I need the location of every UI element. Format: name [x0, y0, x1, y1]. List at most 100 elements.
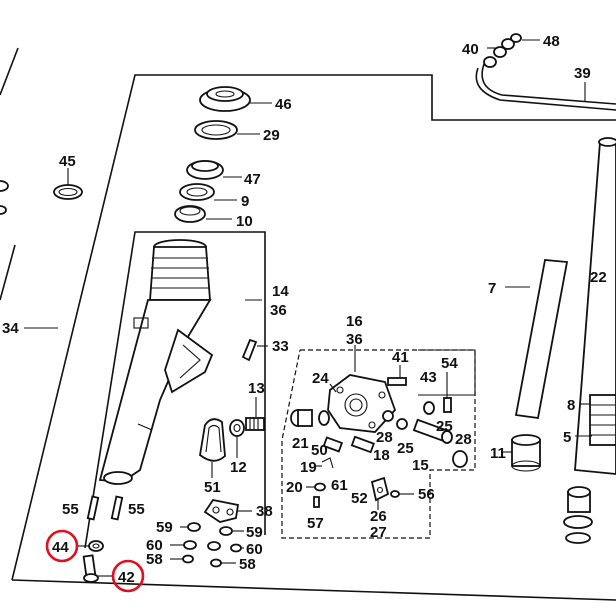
piston-part-18 — [350, 435, 375, 454]
left-edge-outline-1 — [0, 47, 19, 96]
label-43: 43 — [420, 369, 437, 386]
washer-part-12 — [229, 419, 245, 437]
label-29: 29 — [263, 127, 280, 144]
label-26: 26 — [370, 508, 387, 525]
label-46: 46 — [275, 96, 292, 113]
label-7: 7 — [488, 280, 496, 297]
label-48: 48 — [543, 33, 560, 50]
label-21: 21 — [292, 435, 309, 452]
left-edge-part-2 — [0, 205, 7, 215]
label-28-right: 28 — [455, 431, 472, 448]
label-25-right: 25 — [436, 418, 453, 435]
label-39: 39 — [574, 65, 591, 82]
label-58-left: 58 — [146, 551, 163, 568]
label-38: 38 — [256, 503, 273, 520]
label-27: 27 — [370, 524, 387, 541]
label-47: 47 — [244, 171, 261, 188]
label-5: 5 — [563, 429, 571, 446]
label-55-right: 55 — [128, 501, 145, 518]
inner-fork-outline — [84, 231, 266, 549]
label-18: 18 — [373, 447, 390, 464]
label-51: 51 — [204, 479, 221, 496]
label-61: 61 — [331, 477, 348, 494]
main-assembly-outline — [11, 74, 616, 581]
label-12: 12 — [230, 459, 247, 476]
label-36-fork: 36 — [270, 302, 287, 319]
label-9: 9 — [241, 193, 249, 210]
bushing-part-11 — [511, 434, 541, 472]
screw-part-56 — [390, 490, 400, 498]
bottom-outline — [11, 579, 616, 601]
hose-fitting-40 — [483, 33, 522, 68]
pin-part-55-right — [110, 495, 124, 521]
label-60-right: 60 — [246, 541, 263, 558]
label-8: 8 — [567, 397, 575, 414]
label-25-mid: 25 — [397, 440, 414, 457]
bolt-part-13 — [245, 417, 265, 431]
hose-part-39 — [475, 33, 616, 111]
nut-part-bottom-right — [563, 486, 593, 544]
washer-part-44 — [88, 540, 104, 552]
label-42: 42 — [118, 569, 135, 586]
label-19: 19 — [300, 459, 317, 476]
pin-part-55-left — [86, 495, 100, 521]
label-57: 57 — [307, 515, 324, 532]
piston-part-50 — [322, 436, 344, 453]
label-10: 10 — [236, 213, 253, 230]
left-edge-outline-2 — [0, 244, 16, 301]
clip-part-29 — [194, 120, 238, 140]
label-44: 44 — [52, 539, 69, 556]
label-41: 41 — [392, 349, 409, 366]
label-24: 24 — [312, 370, 329, 387]
fork-slider-part-14 — [98, 239, 214, 485]
label-52: 52 — [351, 490, 368, 507]
label-11: 11 — [490, 445, 506, 462]
left-edge-part-1 — [0, 180, 9, 192]
washer-part-9 — [179, 183, 215, 201]
label-58-right: 58 — [239, 556, 256, 573]
bushing-part-10 — [174, 205, 206, 223]
plug-part-21 — [290, 409, 330, 427]
label-50: 50 — [311, 442, 328, 459]
label-59-right: 59 — [246, 524, 263, 541]
fork-tube-part-22 — [574, 137, 616, 475]
highlight-circle-42 — [111, 559, 145, 593]
label-14: 14 — [272, 283, 289, 300]
leader-24 — [329, 383, 337, 393]
label-16: 16 — [346, 313, 363, 330]
screw-part-57 — [313, 496, 320, 508]
label-45: 45 — [59, 153, 76, 170]
inner-tube-part-7 — [514, 259, 569, 420]
washer-part-20 — [314, 482, 326, 492]
hardware-cluster — [182, 522, 242, 568]
label-34: 34 — [2, 320, 19, 337]
label-54: 54 — [441, 355, 458, 372]
highlight-circle-44 — [45, 529, 79, 563]
label-20: 20 — [286, 479, 303, 496]
label-36-damper: 36 — [346, 331, 363, 348]
spring-part-8 — [589, 394, 616, 446]
screw-part-43 — [423, 401, 435, 415]
label-13: 13 — [248, 380, 265, 397]
bracket-part-51 — [199, 418, 226, 462]
bracket-part-52 — [370, 476, 390, 502]
label-40: 40 — [462, 41, 479, 58]
damper-body-part-24 — [327, 374, 397, 433]
bolt-part-41 — [387, 377, 407, 386]
label-28-mid: 28 — [376, 429, 393, 446]
label-56: 56 — [418, 486, 435, 503]
pin-part-33 — [241, 338, 258, 362]
cylinder-part-15 — [412, 418, 468, 468]
bolt-part-42 — [82, 554, 99, 583]
oil-seal-part-47 — [186, 160, 224, 180]
label-33: 33 — [272, 338, 289, 355]
label-59-left: 59 — [156, 519, 173, 536]
label-60-left: 60 — [146, 537, 163, 554]
label-55-left: 55 — [62, 501, 79, 518]
label-15: 15 — [412, 457, 429, 474]
screw-part-54 — [443, 397, 452, 413]
dust-seal-part-46 — [199, 86, 251, 112]
clamp-part-38 — [203, 498, 240, 523]
